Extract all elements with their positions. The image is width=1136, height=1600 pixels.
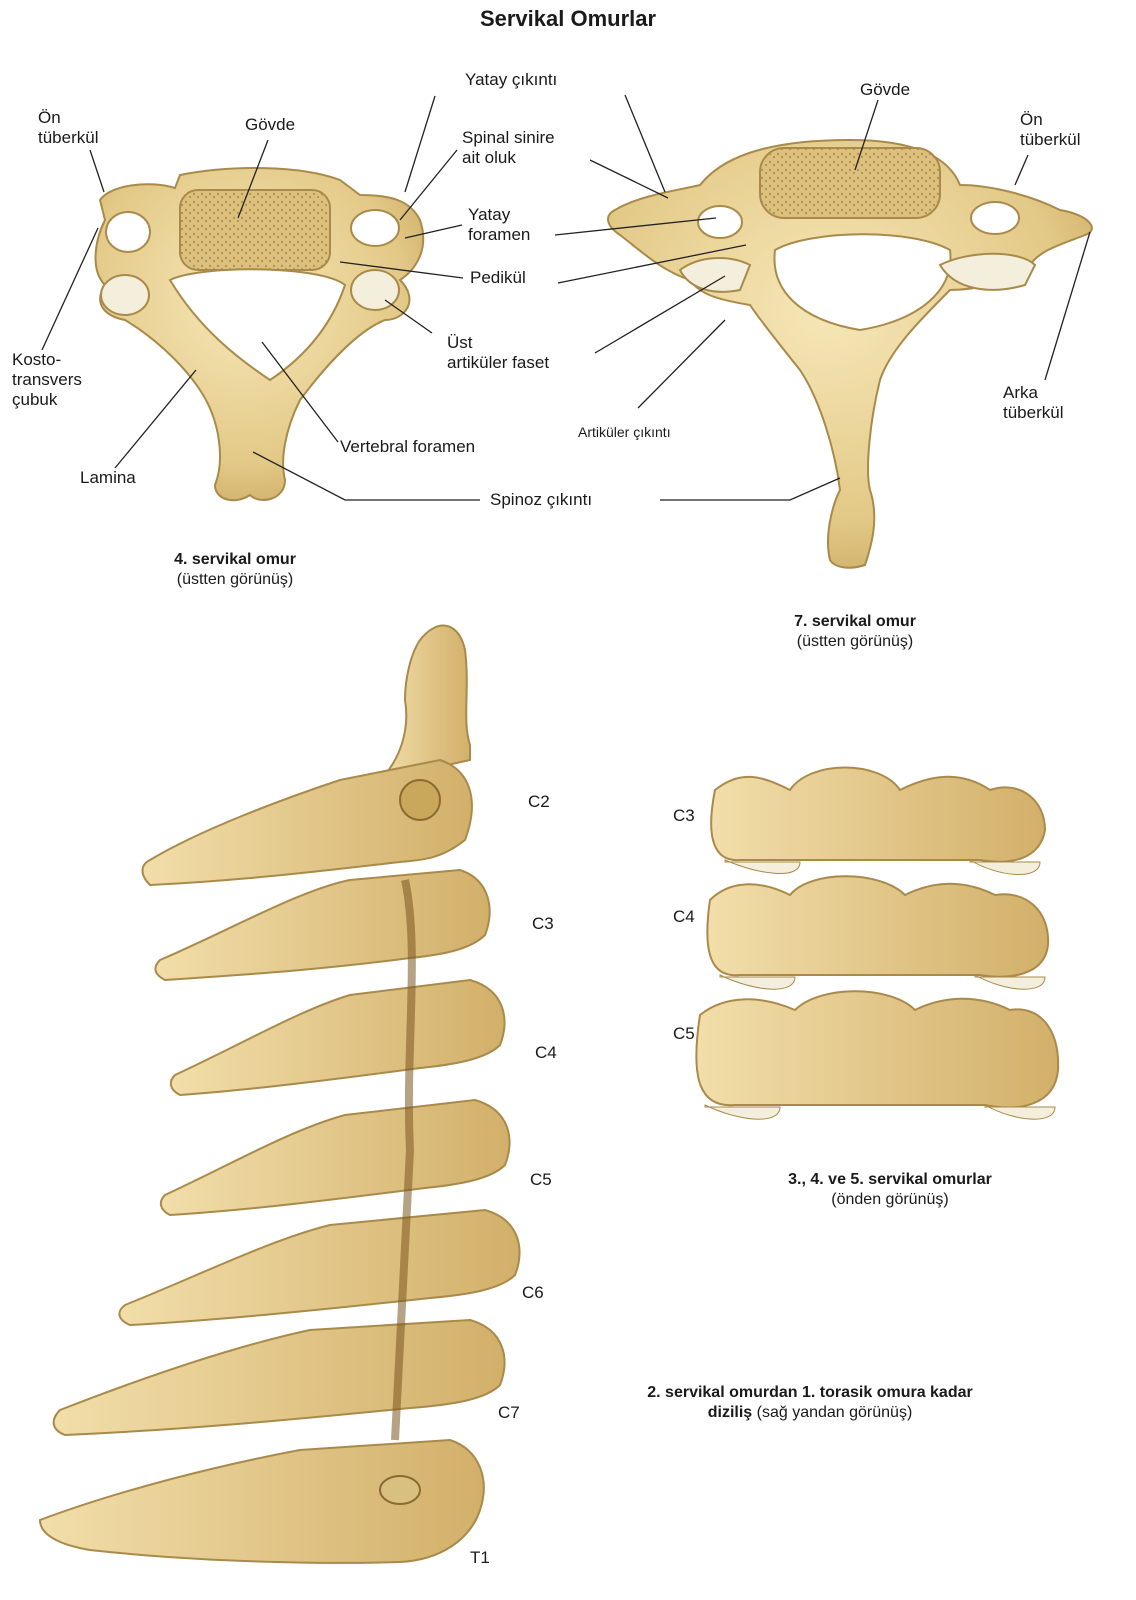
level-c5: C5: [530, 1170, 552, 1190]
caption-column-title: 2. servikal omurdan 1. torasik omura kad…: [585, 1383, 1035, 1403]
front-level-c3: C3: [673, 806, 695, 826]
caption-column-sub: (sağ yandan görünüş): [757, 1404, 913, 1421]
level-t1: T1: [470, 1548, 490, 1568]
c7-vertebra-drawing: [608, 140, 1092, 568]
label-artikuler-cikinti: Artiküler çıkıntı: [578, 422, 671, 442]
caption-c7: 7. servikal omur (üstten görünüş): [740, 612, 970, 652]
caption-column: 2. servikal omurdan 1. torasik omura kad…: [585, 1383, 1035, 1423]
label-spinal-sinire: Spinal sinire ait oluk: [462, 128, 555, 168]
label-ust-artikuler-faset: Üst artiküler faset: [447, 333, 549, 373]
label-govde-right: Gövde: [860, 80, 910, 100]
caption-c4-title: 4. servikal omur: [120, 550, 350, 570]
level-c2: C2: [528, 792, 550, 812]
caption-c345-sub: (önden görünüş): [720, 1190, 1060, 1210]
level-c4: C4: [535, 1043, 557, 1063]
label-on-tuberkul-left: Ön tüberkül: [38, 108, 98, 148]
level-c7: C7: [498, 1403, 520, 1423]
label-on-tuberkul-right: Ön tüberkül: [1020, 110, 1080, 150]
caption-column-bold2: diziliş: [708, 1404, 752, 1421]
label-kosto-transvers: Kosto- transvers çubuk: [12, 350, 82, 410]
c3-c5-front-drawing: [696, 768, 1058, 1120]
caption-c7-sub: (üstten görünüş): [740, 632, 970, 652]
front-level-c4: C4: [673, 907, 695, 927]
level-c6: C6: [522, 1283, 544, 1303]
caption-c7-title: 7. servikal omur: [740, 612, 970, 632]
caption-c345-title: 3., 4. ve 5. servikal omurlar: [720, 1170, 1060, 1190]
label-spinoz-cikinti: Spinoz çıkıntı: [490, 490, 592, 510]
label-yatay-foramen: Yatay foramen: [468, 205, 530, 245]
caption-c4-sub: (üstten görünüş): [120, 570, 350, 590]
caption-c4: 4. servikal omur (üstten görünüş): [120, 550, 350, 590]
caption-c345: 3., 4. ve 5. servikal omurlar (önden gör…: [720, 1170, 1060, 1210]
label-lamina: Lamina: [80, 468, 136, 488]
caption-column-line2: diziliş (sağ yandan görünüş): [585, 1403, 1035, 1423]
cervical-column-side-drawing: [40, 626, 520, 1563]
level-c3: C3: [532, 914, 554, 934]
label-pedikul: Pedikül: [470, 268, 526, 288]
label-vertebral-foramen: Vertebral foramen: [340, 437, 475, 457]
label-govde-left: Gövde: [245, 115, 295, 135]
label-yatay-cikinti: Yatay çıkıntı: [465, 70, 557, 90]
front-level-c5: C5: [673, 1024, 695, 1044]
label-arka-tuberkul: Arka tüberkül: [1003, 383, 1063, 423]
